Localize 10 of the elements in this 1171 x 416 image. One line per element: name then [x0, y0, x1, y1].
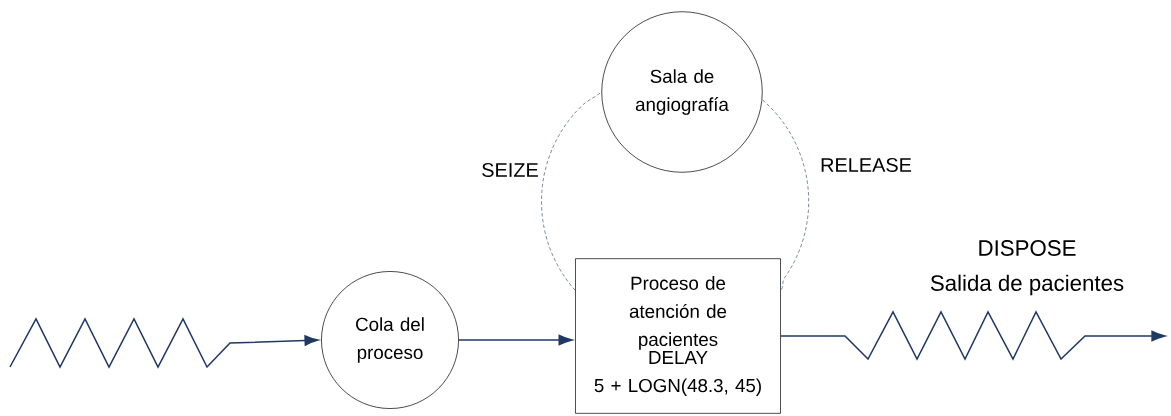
- edge-label: SEIZE: [480, 161, 540, 179]
- connector-line: [762, 99, 809, 291]
- connector-line: [541, 91, 602, 291]
- arrow: [780, 310, 1166, 361]
- edge-label: RELEASE: [818, 156, 914, 174]
- process-box: Proceso de atención de pacientes DELAY 5 + LOGN(48.3, 45): [575, 258, 781, 414]
- exit-label: DISPOSE: [979, 240, 1076, 256]
- arrow: [9, 317, 319, 369]
- exit-label: Salida de pacientes: [930, 274, 1124, 296]
- arrow: [458, 334, 573, 346]
